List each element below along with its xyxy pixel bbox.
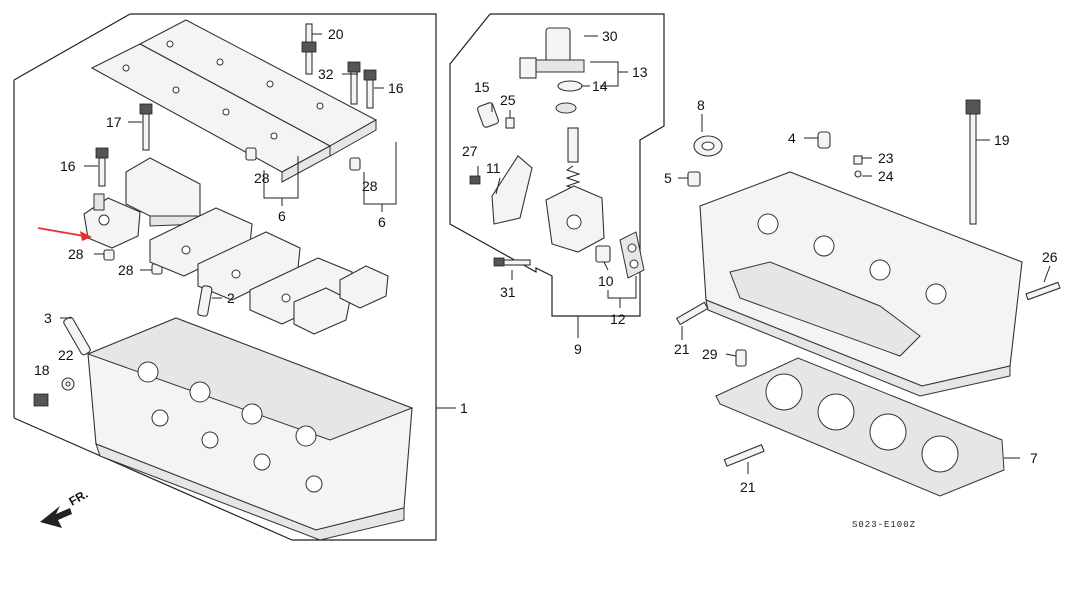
cap-4 xyxy=(817,131,831,149)
callout-18: 18 xyxy=(34,362,50,378)
front-arrow xyxy=(40,506,72,528)
callout-23: 23 xyxy=(878,150,894,166)
dowel-29 xyxy=(735,349,747,367)
callout-9: 9 xyxy=(574,341,582,357)
stud-26 xyxy=(1025,281,1061,301)
pipe-3 xyxy=(63,316,91,356)
cam-holders xyxy=(149,207,389,335)
callout-28c: 28 xyxy=(68,246,84,262)
callout-28d: 28 xyxy=(118,262,134,278)
callout-28a: 28 xyxy=(254,170,270,186)
front-label: FR. xyxy=(67,487,91,509)
cam-holder-front xyxy=(83,193,141,249)
callout-27: 27 xyxy=(462,143,478,159)
callout-16a: 16 xyxy=(388,80,404,96)
callout-12: 12 xyxy=(610,311,626,327)
bracket-11 xyxy=(491,155,533,225)
callout-3: 3 xyxy=(44,310,52,326)
red-arrow xyxy=(37,227,92,241)
bolt-16-upper xyxy=(363,69,377,109)
leader-lines xyxy=(60,33,1051,474)
callout-7: 7 xyxy=(1030,450,1038,466)
stud-21-lower xyxy=(723,444,765,467)
callout-29: 29 xyxy=(702,346,718,362)
callout-17: 17 xyxy=(106,114,122,130)
callout-10: 10 xyxy=(598,273,614,289)
callout-20: 20 xyxy=(328,26,344,42)
callout-2: 2 xyxy=(227,290,235,306)
washer-22 xyxy=(61,377,75,391)
head-gasket-7 xyxy=(715,357,1005,497)
bolt-32 xyxy=(347,61,361,105)
callout-labels: 1 2 3 4 5 6 6 7 8 9 10 11 12 13 14 15 16… xyxy=(34,26,1058,530)
callout-21b: 21 xyxy=(740,479,756,495)
bolt-19 xyxy=(965,99,981,225)
seal-8 xyxy=(693,135,723,157)
callout-13: 13 xyxy=(632,64,648,80)
callout-22: 22 xyxy=(58,347,74,363)
callout-16b: 16 xyxy=(60,158,76,174)
camshaft-holder-plate-upper xyxy=(138,19,378,157)
stud-21-upper xyxy=(675,301,709,326)
bolt-17 xyxy=(139,103,153,151)
callout-32: 32 xyxy=(318,66,334,82)
callout-8: 8 xyxy=(697,97,705,113)
gasket-13 xyxy=(555,102,577,114)
bolt-20 xyxy=(301,23,317,75)
cylinder-head-right xyxy=(699,171,1023,397)
gasket-12 xyxy=(619,231,645,279)
callout-4: 4 xyxy=(788,130,796,146)
callout-25: 25 xyxy=(500,92,516,108)
callout-31: 31 xyxy=(500,284,516,300)
plug-5 xyxy=(687,171,701,187)
bolt-18 xyxy=(33,393,49,407)
rocker-bracket xyxy=(125,157,201,227)
bolt-31 xyxy=(493,257,531,267)
spool-and-spring xyxy=(565,127,581,195)
pressure-switch-15 xyxy=(477,102,499,128)
callout-28b: 28 xyxy=(362,178,378,194)
callout-1: 1 xyxy=(460,400,468,416)
callout-6a: 6 xyxy=(278,208,286,224)
vtec-solenoid-valve xyxy=(519,27,585,79)
cylinder-head xyxy=(86,317,414,541)
callout-26: 26 xyxy=(1042,249,1058,265)
callout-11: 11 xyxy=(486,160,501,176)
callout-5: 5 xyxy=(664,170,672,186)
callout-14: 14 xyxy=(592,78,608,94)
diagram-code: S023-E100Z xyxy=(852,520,916,530)
callout-19: 19 xyxy=(994,132,1010,148)
filter-10 xyxy=(595,245,611,263)
solenoid-housing-9 xyxy=(545,185,605,253)
callout-30: 30 xyxy=(602,28,618,44)
parts-23-24 xyxy=(853,155,863,178)
dowel-pins-28 xyxy=(103,147,361,275)
camshaft-holder-plate-lower xyxy=(90,43,332,183)
callout-6b: 6 xyxy=(378,214,386,230)
callout-24: 24 xyxy=(878,168,894,184)
callout-15: 15 xyxy=(474,79,490,95)
callout-21a: 21 xyxy=(674,341,690,357)
left-assembly-frame xyxy=(130,13,437,541)
bolt-27 xyxy=(469,175,481,185)
bolt-16-lower xyxy=(95,147,109,187)
dowel-2 xyxy=(197,285,213,317)
washer-25 xyxy=(505,117,515,129)
o-ring-14 xyxy=(557,80,583,92)
